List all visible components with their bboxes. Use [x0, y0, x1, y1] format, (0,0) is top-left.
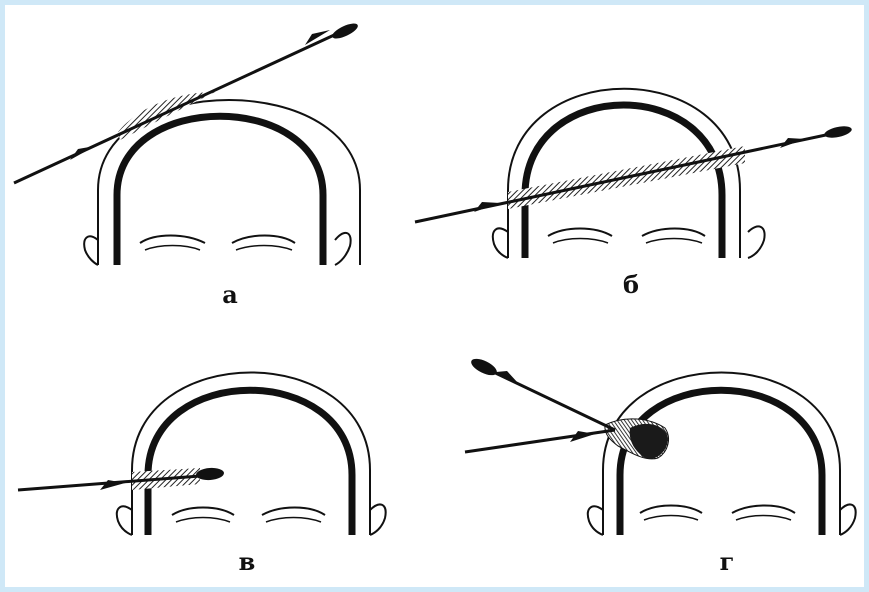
panel-b	[415, 89, 853, 258]
eyebrows	[140, 236, 295, 251]
panel-v	[18, 373, 386, 536]
head-outline	[588, 373, 856, 536]
panel-label-g: г	[707, 550, 747, 574]
panel-a	[14, 21, 360, 265]
panel-g	[465, 355, 856, 535]
wound-channel-diagram	[5, 5, 864, 587]
figure-frame: а б в г	[5, 5, 864, 587]
bullet	[823, 124, 852, 140]
bullet	[330, 21, 360, 42]
eyebrows	[548, 229, 705, 244]
eyebrows	[640, 506, 795, 521]
bullet	[469, 355, 499, 378]
panel-label-b: б	[611, 273, 651, 297]
head-outline	[117, 373, 386, 536]
panel-label-v: в	[227, 550, 267, 574]
projectile-trajectory	[465, 355, 615, 452]
eyebrows	[172, 508, 325, 523]
projectile-trajectory	[14, 21, 360, 183]
panel-label-a: а	[210, 283, 250, 307]
